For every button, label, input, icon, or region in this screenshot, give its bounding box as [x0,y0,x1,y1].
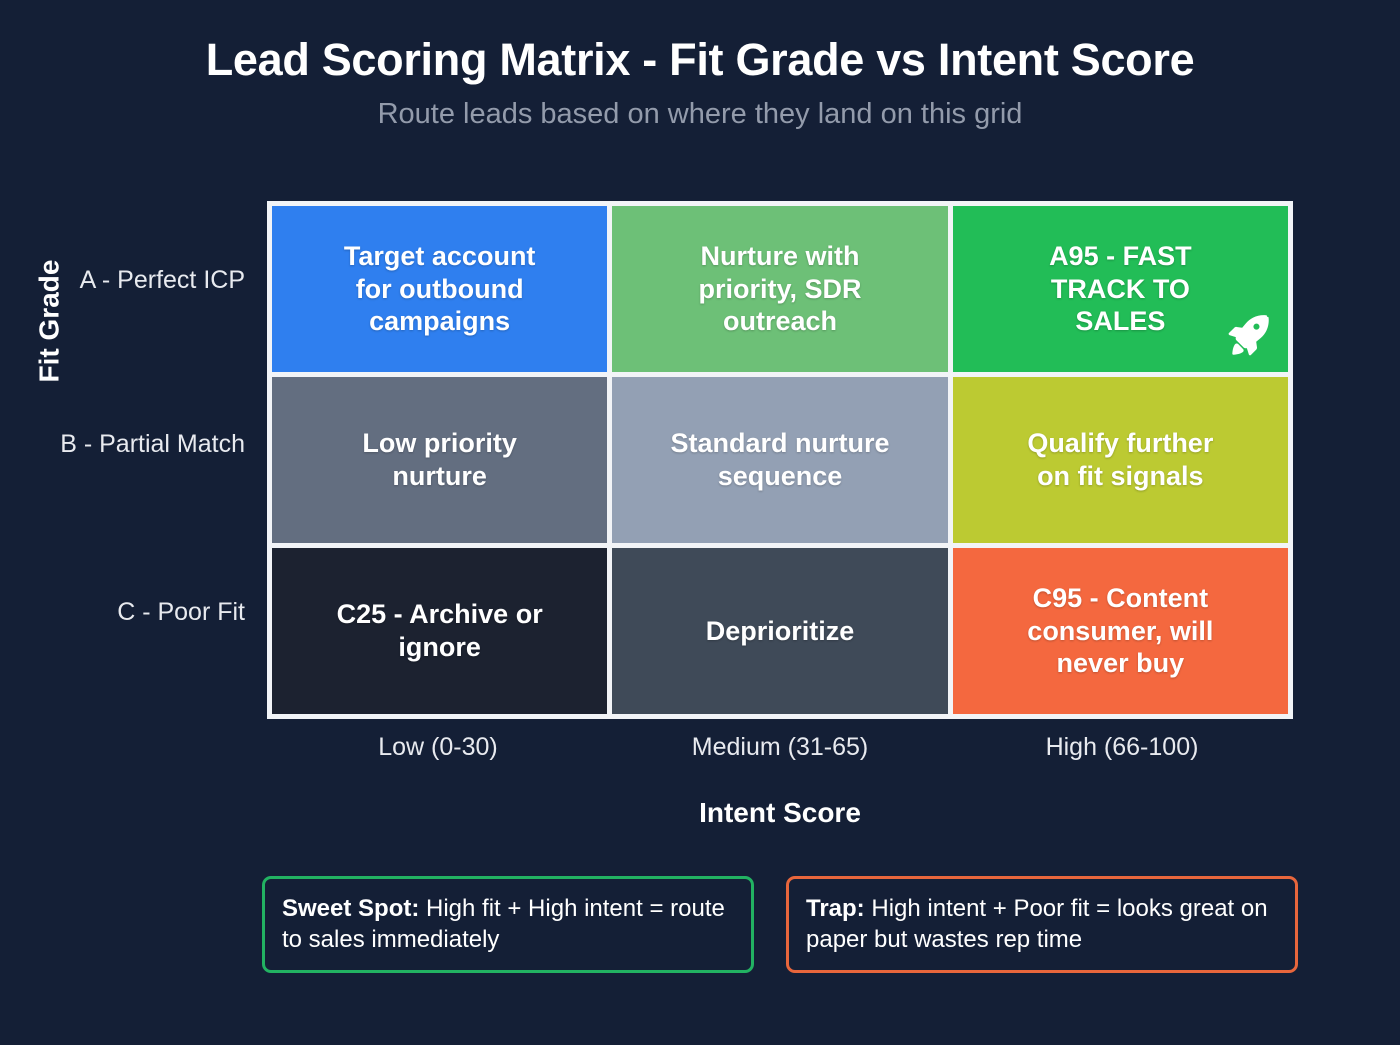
matrix-cell-label: Standard nurture sequence [670,428,890,491]
legend-trap-body: High intent + Poor fit = looks great on … [806,895,1268,954]
matrix-cell-label: Nurture with priority, SDR outreach [698,240,862,337]
matrix-cell-a-low[interactable]: Target account for outbound campaigns [272,206,608,372]
y-axis-tick-a: A - Perfect ICP [79,266,245,294]
matrix-cell-label: C25 - Archive or ignore [336,599,543,662]
matrix-cell-c-medium[interactable]: Deprioritize [612,548,948,714]
legend-item-trap: Trap: High intent + Poor fit = looks gre… [786,876,1298,974]
matrix-cell-label: Qualify further on fit signals [1027,428,1214,491]
legend-trap-lead: Trap: [806,895,865,922]
matrix-cell-b-low[interactable]: Low priority nurture [272,377,608,543]
legend-sweet-spot-body: High fit + High intent = route to sales … [282,895,725,954]
x-axis-tick-low: Low (0-30) [378,733,498,761]
matrix-cell-c-low[interactable]: C25 - Archive or ignore [272,548,608,714]
matrix-cell-c-high[interactable]: C95 - Content consumer, will never buy [952,548,1288,714]
x-axis-title: Intent Score [699,797,861,828]
legend-sweet-spot-lead: Sweet Spot: [282,895,420,922]
legend: Sweet Spot: High fit + High intent = rou… [262,876,1298,974]
page-subtitle: Route leads based on where they land on … [377,98,1023,131]
matrix-cell-label: Deprioritize [705,615,855,646]
matrix-cell-a-high[interactable]: A95 - FAST TRACK TO SALES [952,206,1288,372]
matrix-cell-label: A95 - FAST TRACK TO SALES [1049,240,1192,337]
x-axis-tick-medium: Medium (31-65) [691,733,869,761]
matrix-cell-b-high[interactable]: Qualify further on fit signals [952,377,1288,543]
legend-item-sweet-spot: Sweet Spot: High fit + High intent = rou… [262,876,754,974]
y-axis-tick-c: C - Poor Fit [117,598,245,626]
matrix-cell-label: C95 - Content consumer, will never buy [1027,582,1214,679]
page-title: Lead Scoring Matrix - Fit Grade vs Inten… [205,34,1195,85]
rocket-icon [1228,315,1269,356]
scoring-matrix-grid: Target account for outbound campaigns Nu… [267,201,1293,719]
matrix-cell-a-medium[interactable]: Nurture with priority, SDR outreach [612,206,948,372]
matrix-container: Target account for outbound campaigns Nu… [267,201,1293,719]
page-header: Lead Scoring Matrix - Fit Grade vs Inten… [0,0,1400,131]
x-axis-ticks: Low (0-30) Medium (31-65) High (66-100) [267,733,1293,762]
x-axis-tick-high: High (66-100) [1045,733,1199,761]
y-axis-tick-b: B - Partial Match [60,430,245,458]
matrix-cell-label: Target account for outbound campaigns [343,240,536,337]
matrix-cell-b-medium[interactable]: Standard nurture sequence [612,377,948,543]
matrix-cell-label: Low priority nurture [362,428,517,491]
